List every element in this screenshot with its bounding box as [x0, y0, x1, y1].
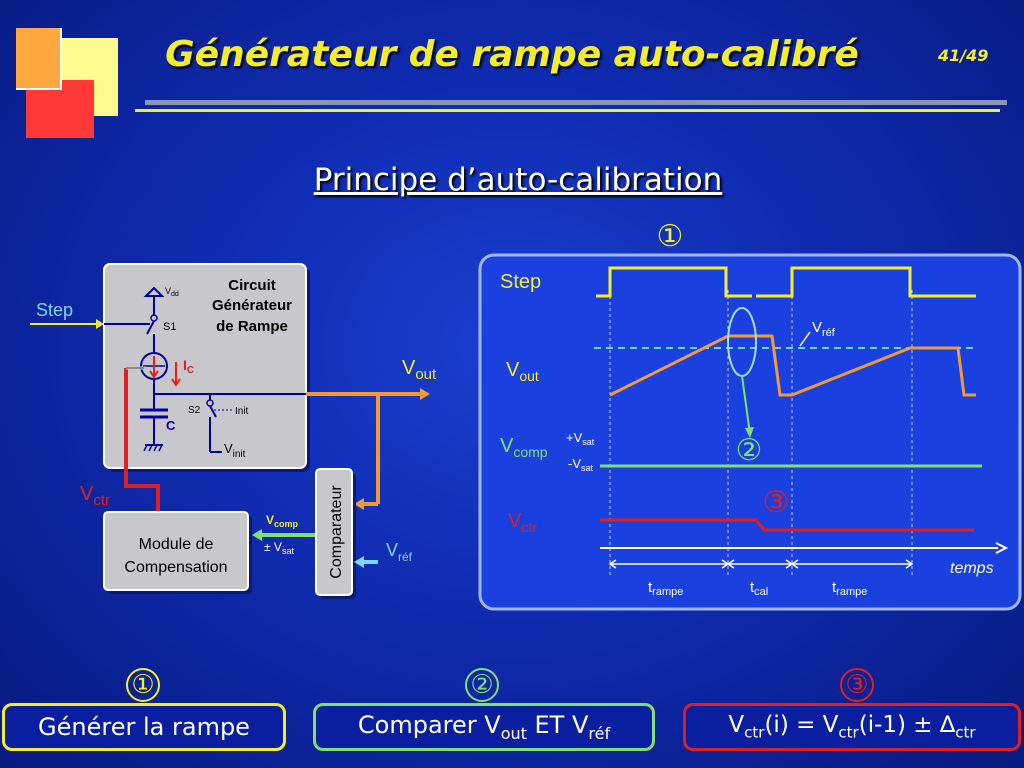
vout-waveform [609, 334, 976, 397]
time-label: temps [950, 560, 994, 577]
section-subtitle: Principe d’auto-calibration [313, 162, 723, 198]
circuit-vcomp-label: Vcomp [266, 513, 299, 529]
comparator [315, 468, 353, 596]
step3-equation: Vctr(i) = Vctr(i-1) ± ∆ctr [728, 712, 976, 742]
timing-vref-label: Vréf [812, 319, 836, 339]
circuit-vctr-label: Vctr [80, 483, 110, 509]
plus-vsat-label: +Vsat [566, 430, 595, 447]
timing-marker-3: ③ [763, 486, 790, 519]
ic-label: IC [183, 357, 194, 376]
init-label: Init [235, 406, 249, 417]
step3-box: Vctr(i) = Vctr(i-1) ± ∆ctr [683, 703, 1021, 751]
circuit-pm-vsat-label: ± Vsat [264, 540, 294, 556]
step1-box: Générer la rampe [2, 703, 286, 751]
circuit-block [103, 263, 307, 469]
comparator-label: Comparateur [328, 485, 345, 579]
timing-vcomp-label: Vcomp [500, 435, 548, 460]
timing-diagram: ① Step Vréf Vout Vcomp +Vsat -Vsat ② Vct… [478, 220, 1022, 611]
circuit-vout-label: Vout [402, 357, 437, 383]
duration-arrows [608, 559, 914, 569]
step3-number: ③ [840, 668, 874, 702]
timing-marker-1: ① [657, 220, 684, 253]
step-waveform [596, 266, 752, 298]
circuit-step-label: Step [36, 300, 73, 320]
capacitor-label: C [166, 418, 176, 433]
s1-label: S1 [163, 321, 176, 333]
step2-label: Comparer Vout ET Vréf [357, 711, 611, 743]
t-ramp-label-1: trampe [648, 579, 683, 598]
module-label-1: Module de [139, 536, 214, 553]
circuit-title-3: de Rampe [216, 318, 288, 335]
timing-vout-label: Vout [506, 359, 539, 384]
t-ramp-label-2: trampe [832, 579, 867, 598]
step2-box: Comparer Vout ET Vréf [313, 703, 655, 751]
step1-number: ① [126, 668, 160, 702]
compensation-module [103, 511, 249, 591]
switch-s2 [209, 405, 217, 418]
timing-step-label: Step [500, 271, 541, 293]
logo [0, 0, 130, 145]
module-label-2: Compensation [124, 559, 227, 576]
circuit-diagram: Circuit Générateur de Rampe Vdd S1 IC C … [30, 263, 437, 599]
vdd-label: Vdd [165, 286, 179, 298]
vinit-label: Vinit [224, 441, 246, 460]
title-rule-gray [145, 100, 1007, 105]
s2-label: S2 [188, 405, 201, 416]
timing-marker-2: ② [736, 434, 763, 467]
switch-s1 [146, 320, 155, 335]
vctr-waveform [600, 518, 974, 532]
circuit-vref-label: Vréf [386, 540, 413, 564]
timing-vctr-label: Vctr [508, 510, 537, 535]
vctr-wire [124, 368, 160, 512]
step1-label: Générer la rampe [38, 713, 250, 741]
circuit-title-2: Générateur [212, 297, 292, 314]
page-title: Générateur de rampe auto-calibré [165, 34, 859, 75]
title-rule-yellow [135, 109, 1000, 112]
page-number: 41/49 [938, 46, 989, 65]
circuit-title-1: Circuit [228, 277, 276, 294]
step2-number: ② [465, 668, 499, 702]
t-cal-label: tcal [750, 579, 768, 598]
minus-vsat-label: -Vsat [568, 456, 594, 473]
logo-orange-square [16, 28, 62, 90]
